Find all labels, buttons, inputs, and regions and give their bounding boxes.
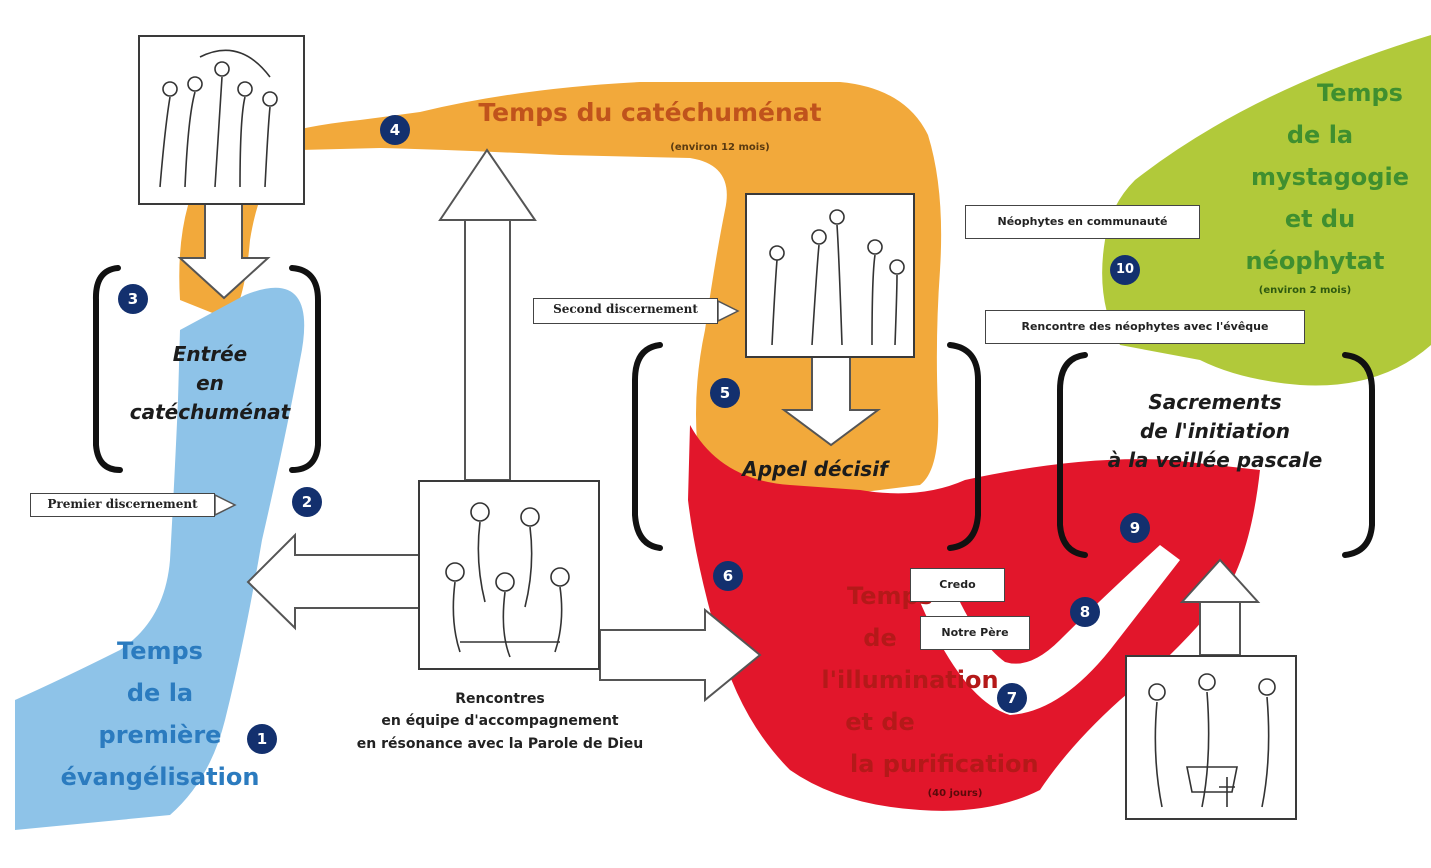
arrow-down-entree xyxy=(177,199,271,300)
marker-3: 3 xyxy=(118,284,148,314)
bracket-right-entree xyxy=(289,265,321,473)
arrow-right-illumination xyxy=(599,607,762,703)
box-rencontre-neophytes: Rencontre des néophytes avec l'évêque xyxy=(985,310,1305,344)
line: néophytat xyxy=(1245,247,1385,275)
arrow-up-sacrements xyxy=(1179,558,1261,656)
line: de la xyxy=(1286,121,1354,149)
period-catechumenat-duration: (environ 12 mois) xyxy=(670,142,770,153)
box-premier-discernement: Premier discernement xyxy=(30,493,215,517)
marker-5: 5 xyxy=(710,378,740,408)
period-catechumenat-title: Temps du catéchuménat xyxy=(478,98,822,127)
box-neophytes-communaute: Néophytes en communauté xyxy=(965,205,1200,239)
line: en équipe d'accompagnement xyxy=(381,713,619,730)
line: catéchuménat xyxy=(129,400,291,424)
period-illumination-duration: (40 jours) xyxy=(927,788,983,799)
box-notre-pere: Notre Père xyxy=(920,616,1030,650)
stage-appel: Appel décisif xyxy=(700,455,930,484)
illustration-rencontres xyxy=(418,480,600,670)
period-evangelisation-title: Temps de la première évangélisation xyxy=(55,630,265,798)
line: en xyxy=(196,371,224,395)
bracket-left-appel xyxy=(632,342,663,551)
box-credo: Credo xyxy=(910,568,1005,602)
orange-region-catechumenat xyxy=(179,82,942,500)
line: Temps xyxy=(117,637,203,665)
box-second-discernement: Second discernement xyxy=(533,298,718,324)
line: Temps xyxy=(1317,79,1403,107)
line: Appel décisif xyxy=(742,457,888,481)
stage-entree: Entrée en catéchuménat xyxy=(105,340,315,427)
illustration-appel xyxy=(745,193,915,358)
marker-2: 2 xyxy=(292,487,322,517)
marker-9: 9 xyxy=(1120,513,1150,543)
line: de l'initiation xyxy=(1139,419,1291,443)
line: et du xyxy=(1284,205,1356,233)
bracket-left-sacrements xyxy=(1057,352,1088,558)
marker-6: 6 xyxy=(713,561,743,591)
line: et de xyxy=(845,708,915,736)
marker-4: 4 xyxy=(380,115,410,145)
people-sketch-icon xyxy=(159,49,278,188)
line: de la xyxy=(126,679,194,707)
stage-sacrements: Sacrements de l'initiation à la veillée … xyxy=(1070,388,1360,475)
line: la purification xyxy=(850,750,1039,778)
period-illumination-title: Temps de l'illumination et de la purific… xyxy=(730,575,1039,785)
bracket-left-entree xyxy=(92,265,123,473)
red-return-band xyxy=(915,545,1180,715)
arrow-down-appel xyxy=(780,354,882,447)
illustration-entree xyxy=(138,35,305,205)
illustration-sacrements xyxy=(1125,655,1297,820)
line: Sacrements xyxy=(1148,390,1282,414)
period-mystagogie-duration: (environ 2 mois) xyxy=(1258,285,1352,296)
blue-region-evangelisation xyxy=(15,287,305,830)
line: Entrée xyxy=(172,342,248,366)
line: l'illumination xyxy=(821,666,999,694)
arrow-left-evangelisation xyxy=(246,532,441,631)
period-mystagogie-title: Temps de la mystagogie et du néophytat xyxy=(1215,72,1415,282)
line: mystagogie xyxy=(1251,163,1409,191)
marker-1: 1 xyxy=(247,724,277,754)
line: première xyxy=(98,721,222,749)
line: Rencontres xyxy=(455,691,545,707)
marker-7: 7 xyxy=(997,683,1027,713)
line: de xyxy=(863,624,897,652)
people-sketch-icon xyxy=(769,209,905,346)
arrow-tip-premier xyxy=(215,494,237,516)
arrow-up-catechumenat xyxy=(438,148,537,481)
caption-rencontres: Rencontres en équipe d'accompagnement en… xyxy=(300,688,700,755)
people-sketch-icon xyxy=(1148,673,1276,808)
marker-10: 10 xyxy=(1110,255,1140,285)
line: en résonance avec la Parole de Dieu xyxy=(356,735,644,752)
line: à la veillée pascale xyxy=(1107,448,1323,472)
people-sketch-icon xyxy=(445,502,570,658)
bracket-right-appel xyxy=(947,342,981,551)
green-region-mystagogie xyxy=(1102,35,1431,386)
marker-8: 8 xyxy=(1070,597,1100,627)
arrow-tip-second xyxy=(718,300,740,322)
bracket-right-sacrements xyxy=(1342,352,1375,558)
line: évangélisation xyxy=(60,763,260,791)
